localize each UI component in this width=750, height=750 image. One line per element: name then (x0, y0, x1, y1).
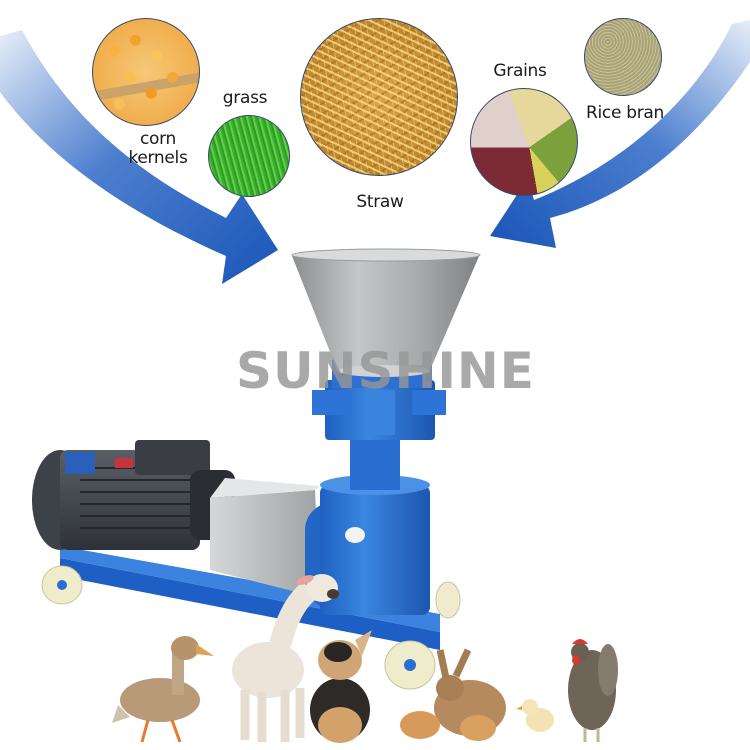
brand-watermark: SUNSHINE (236, 342, 535, 400)
hen (568, 639, 618, 742)
belt-cover (210, 478, 320, 598)
straw-label: Straw (356, 192, 404, 212)
wheel-front-left (41, 565, 83, 605)
wheel-front-right (384, 640, 436, 690)
grains-label: Grains (493, 61, 547, 81)
straw-image (300, 18, 458, 176)
lamb (232, 574, 339, 742)
animals-row (112, 574, 618, 743)
grass-image (208, 115, 290, 197)
right-flow-arrow (490, 20, 750, 248)
rice-bran-image (584, 18, 662, 96)
feed-inlet-assembly (312, 358, 446, 440)
rice-bran-label: Rice bran (585, 103, 665, 123)
chick (516, 699, 554, 732)
steel-hopper (291, 248, 481, 377)
corn-kernels-image (92, 18, 200, 126)
wheel-rear-right (435, 581, 461, 619)
grains-image (470, 88, 578, 196)
left-flow-arrow (0, 30, 278, 284)
feed-pellet-machine (32, 248, 481, 690)
duck (112, 636, 214, 743)
rabbits (400, 648, 506, 741)
grass-label: grass (222, 88, 268, 108)
corn-kernels-label: corn kernels (128, 129, 188, 168)
puppy (310, 630, 372, 743)
electric-motor (32, 440, 235, 550)
